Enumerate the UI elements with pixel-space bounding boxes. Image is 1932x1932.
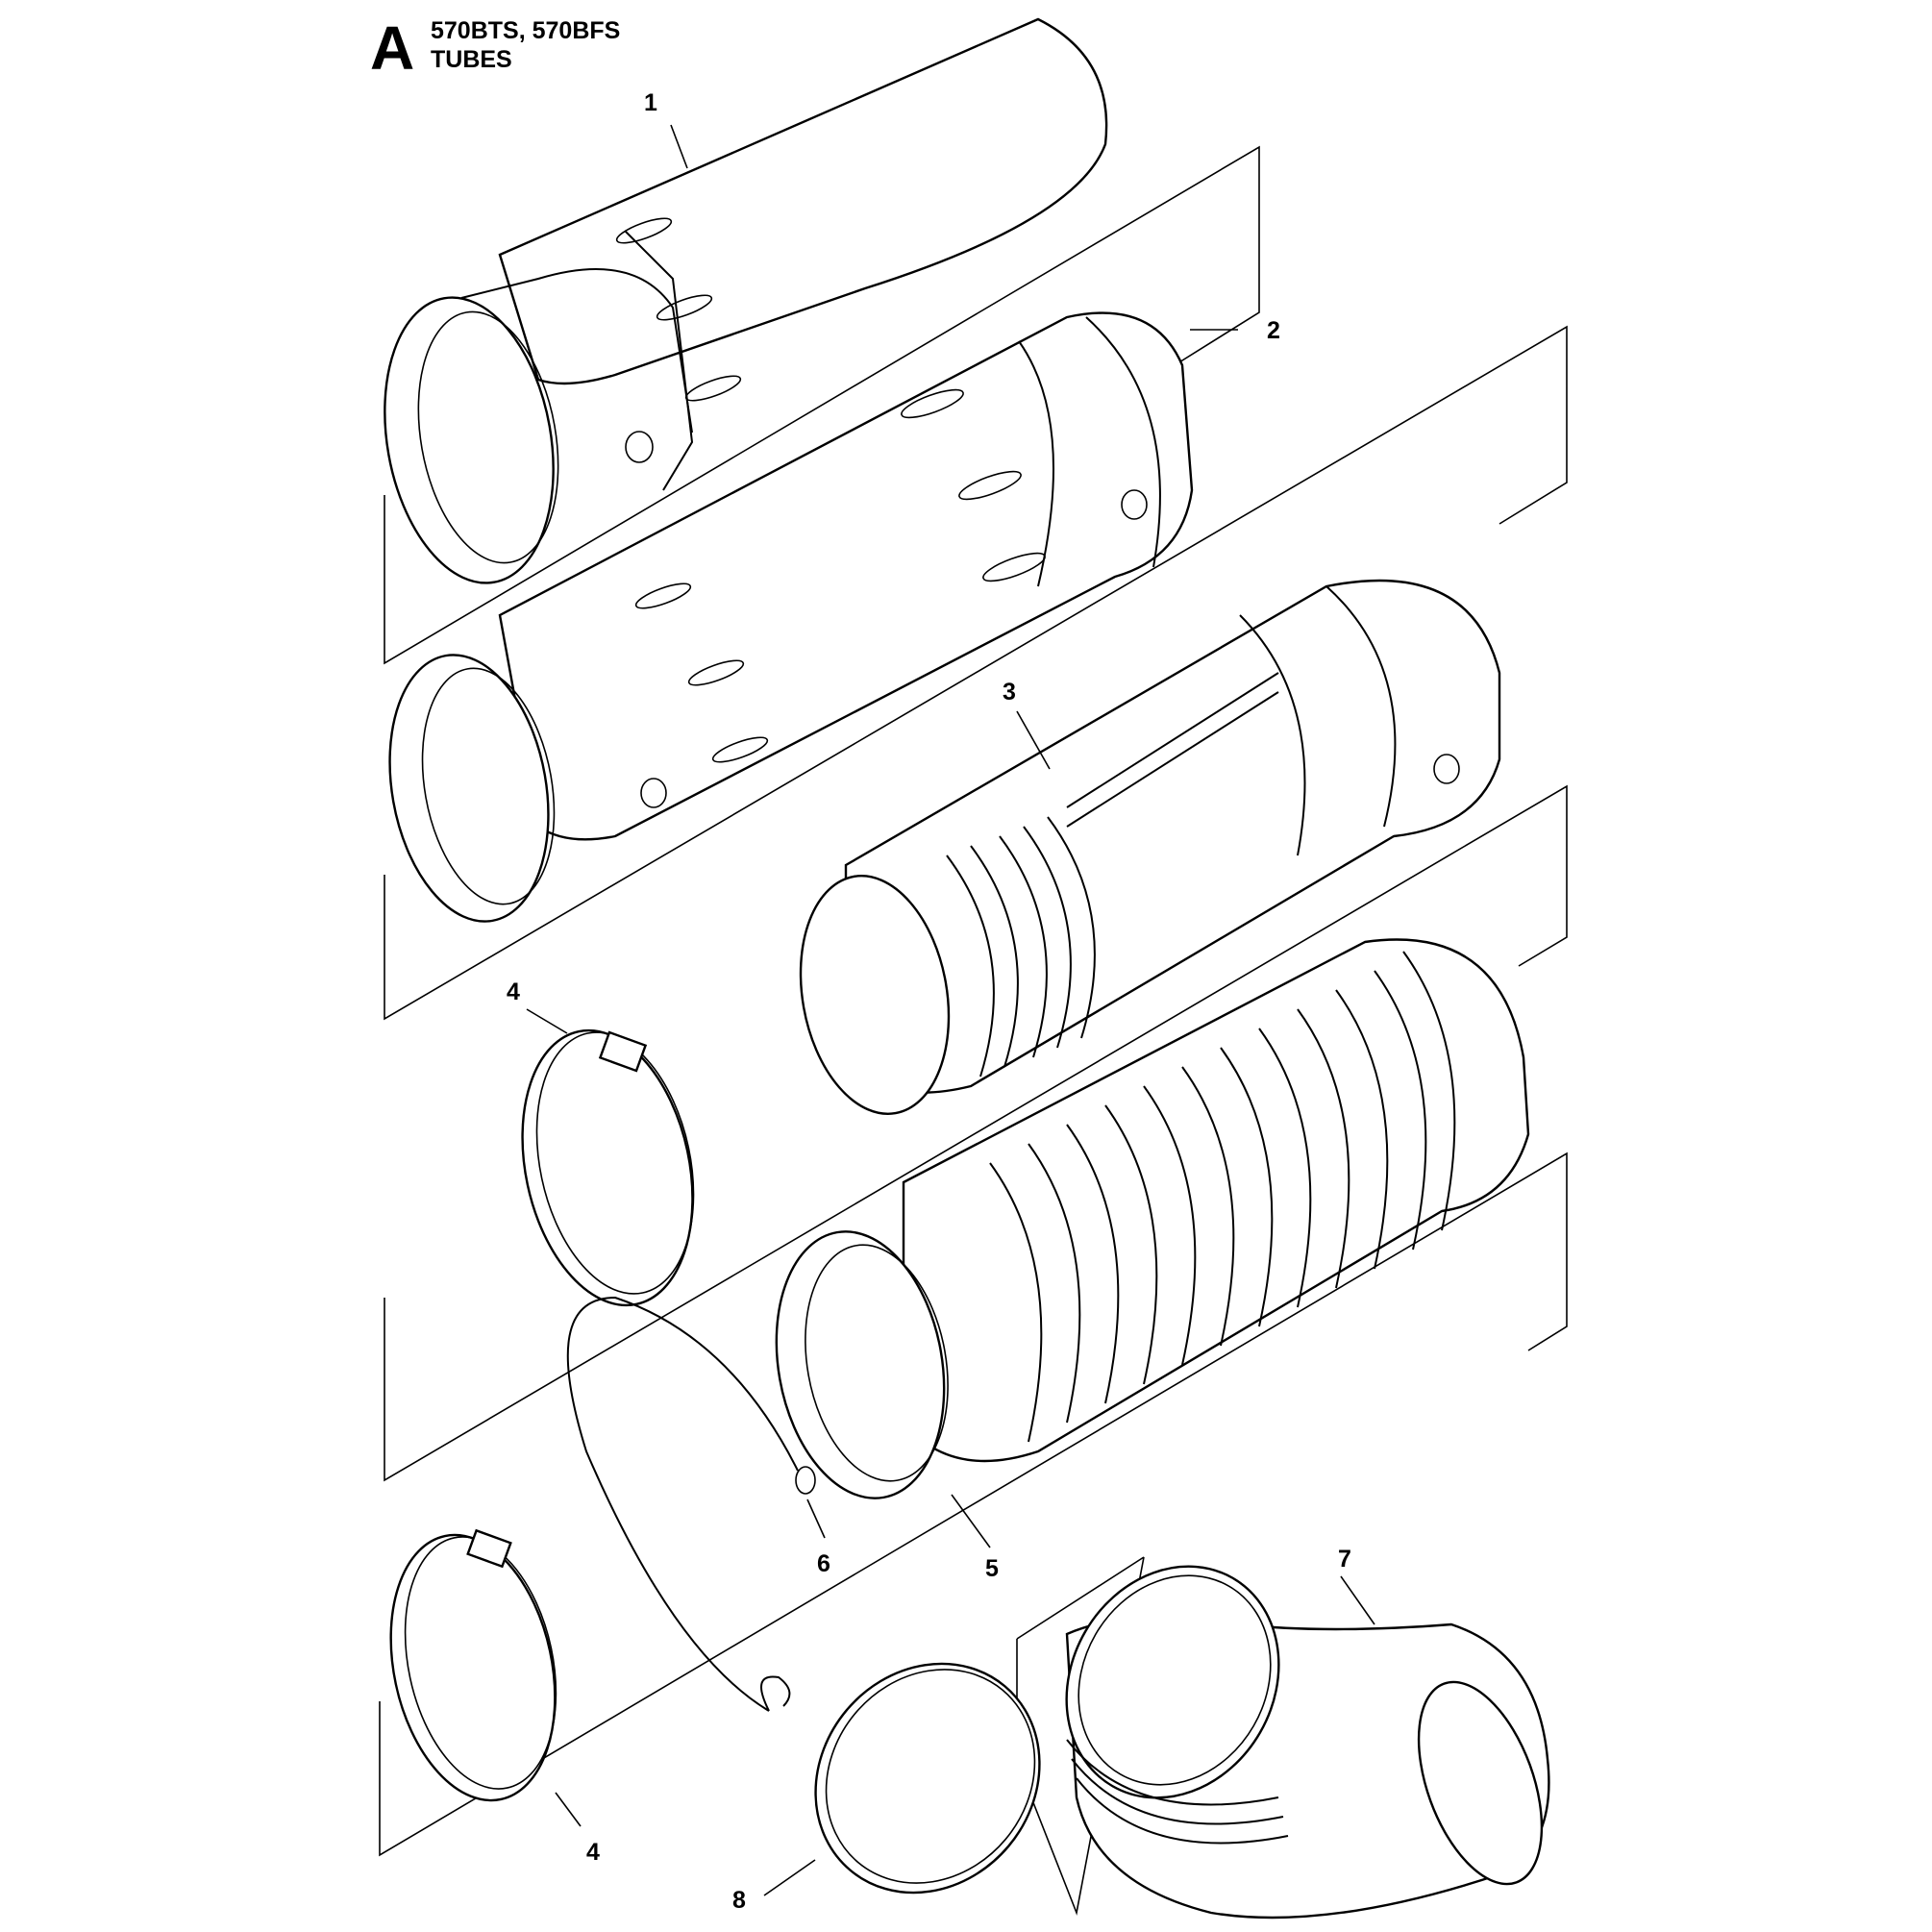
leader-7: [1340, 1575, 1375, 1625]
leader-8: [763, 1859, 816, 1896]
callout-7: 7: [1338, 1546, 1351, 1573]
callout-1: 1: [644, 89, 657, 116]
part-4-clamp-lower: [389, 1528, 557, 1802]
leader-5: [951, 1494, 991, 1548]
callout-4-upper: 4: [507, 978, 520, 1005]
callout-8: 8: [732, 1887, 746, 1914]
section-letter: A: [370, 13, 414, 83]
leader-4a: [526, 1008, 568, 1034]
frame-2: [384, 325, 1568, 1021]
callout-2: 2: [1267, 317, 1280, 344]
callout-5: 5: [985, 1555, 999, 1582]
part-5-flex-hose: [775, 938, 1530, 1499]
part-2-tube: [388, 311, 1194, 923]
leader-4b: [555, 1792, 582, 1827]
callouts: 1 2 3 4 5 6 4 7 8: [507, 89, 1351, 1914]
frame-3: [384, 784, 1568, 1482]
leader-1: [670, 124, 688, 169]
part-4-clamp-upper: [521, 1028, 695, 1307]
callout-3: 3: [1003, 679, 1016, 706]
leader-3: [1016, 710, 1051, 770]
part-3-tube: [799, 579, 1501, 1115]
frame-5-edge: [1016, 1556, 1145, 1640]
part-6-wire: [566, 1296, 816, 1712]
part-1-tube: [384, 17, 1108, 584]
diagram-header: A 570BTS, 570BFS TUBES: [370, 13, 620, 83]
part-7-elbow: [1065, 1565, 1550, 1920]
leader-lines: [526, 124, 1375, 1896]
part-8-seal-ring: [814, 1662, 1041, 1895]
frame-4: [379, 1152, 1568, 1857]
callout-6: 6: [817, 1550, 830, 1577]
model-line: 570BTS, 570BFS: [431, 17, 620, 44]
leader-6: [806, 1499, 826, 1539]
callout-4-lower: 4: [586, 1839, 600, 1866]
group-line: TUBES: [431, 46, 512, 73]
